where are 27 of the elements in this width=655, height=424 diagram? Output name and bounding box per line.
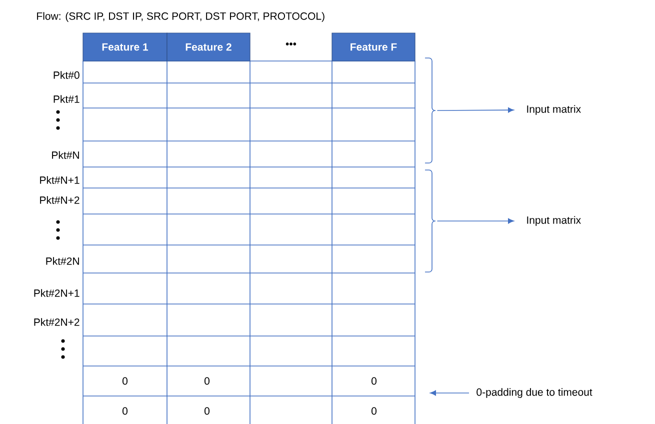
row-label: Pkt#N+1 (40, 176, 80, 184)
cell-value: 0 (372, 377, 377, 385)
curly-bracket (424, 170, 436, 272)
row-label: Pkt#2N (46, 257, 79, 265)
cell-value: 0 (122, 377, 128, 385)
row-label: Pkt#2N+1 (34, 289, 80, 297)
arrow (430, 390, 470, 396)
curly-bracket (424, 58, 436, 164)
callout-text: Input matrix (527, 216, 581, 226)
arrow (436, 107, 514, 113)
header-cell: Feature 1 (82, 32, 168, 62)
arrow (436, 218, 514, 224)
callout-text: 0-padding due to timeout (476, 388, 592, 398)
cell-value: 0 (204, 407, 210, 415)
row-label: Pkt#N+2 (40, 196, 80, 204)
row-label: Pkt#1 (54, 95, 80, 103)
row-label: Pkt#N (52, 151, 79, 159)
ellipsis: ••• (286, 42, 296, 46)
cell-value: 0 (122, 407, 128, 415)
header-cell: Feature F (332, 32, 416, 62)
callout-text: Input matrix (527, 105, 581, 115)
title: Flow: (SRC IP, DST IP, SRC PORT, DST PORT, PROTOCOL) (37, 12, 324, 22)
header-cell: Feature 2 (166, 32, 250, 62)
cell-value: 0 (372, 407, 377, 415)
cell-value: 0 (204, 377, 210, 385)
row-label: Pkt#0 (54, 71, 80, 79)
row-label: Pkt#2N+2 (34, 318, 80, 326)
